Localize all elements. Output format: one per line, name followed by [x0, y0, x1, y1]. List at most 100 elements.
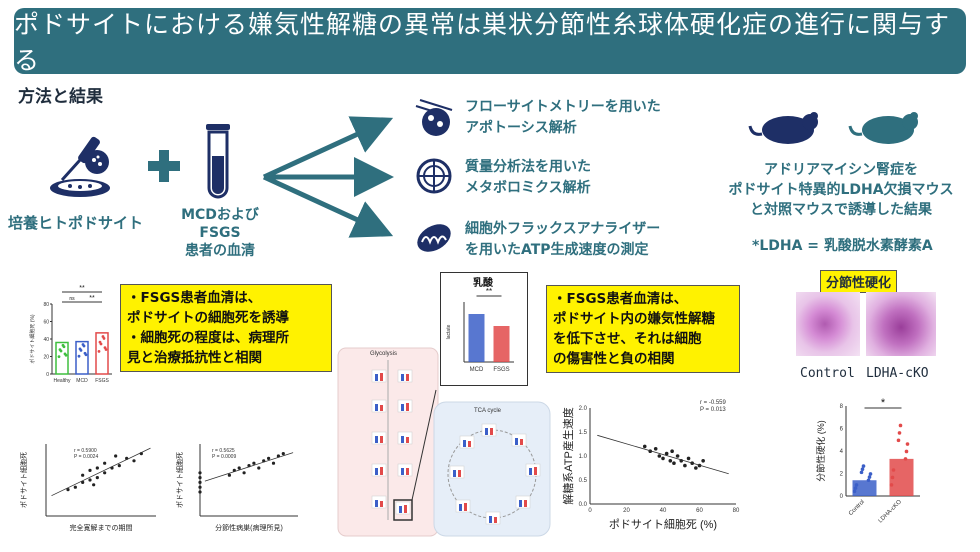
y-axis-label: ポドサイト細胞死 [19, 452, 28, 508]
method-flux-line1: 細胞外フラックスアナライザー [465, 221, 661, 237]
data-point [103, 346, 107, 350]
cells-label: 培養ヒトポドサイト [8, 214, 144, 232]
mouse-line1: アドリアマイシン腎症を [764, 162, 918, 178]
scatter-point [198, 476, 202, 480]
x-tick-label: 0 [588, 508, 592, 514]
data-point [897, 431, 902, 435]
metabolite-bar [459, 504, 462, 511]
branch-arrows [262, 116, 394, 238]
category-label: Control [848, 499, 866, 517]
histology-header: 分節性硬化 [820, 270, 898, 293]
y-tick-label: 2.0 [579, 406, 588, 412]
sig-label: ** [486, 287, 492, 296]
metabolite-box [515, 495, 531, 509]
plus-icon [148, 150, 180, 182]
scatter-point [103, 471, 107, 475]
y-tick-label: 0.0 [579, 502, 588, 508]
metabolite-box [397, 431, 413, 445]
method-flow-line1: フローサイトメトリーを用いた [465, 99, 661, 115]
metabolite-bar [375, 404, 378, 411]
mouse-icon-control [848, 112, 918, 144]
scatter-point [683, 463, 687, 468]
data-point [101, 335, 105, 338]
histology-image-control [796, 292, 860, 356]
scatter-point [103, 461, 107, 465]
metabolite-bar [380, 405, 383, 411]
scatter-point [198, 485, 202, 489]
page-title: ポドサイトにおける嫌気性解糖の異常は巣状分節性糸球体硬化症の進行に関与する [14, 10, 951, 75]
data-point [905, 442, 910, 446]
metabolite-bar [458, 470, 461, 477]
metabolite-bar [464, 503, 467, 511]
metabolite-box [397, 399, 413, 413]
metabolite-bar [515, 438, 518, 445]
finding1-line3: ・細胞死の程度は、病理所 [127, 330, 289, 346]
metabolite-box [485, 511, 501, 525]
data-point [896, 438, 901, 443]
metabolite-bar [406, 468, 409, 475]
metabolite-box [511, 433, 527, 447]
metabolite-bar [519, 500, 522, 507]
method-mass-line1: 質量分析法を用いた [465, 159, 591, 175]
y-tick-label: 0 [840, 494, 844, 500]
stat-label: r = 0.5625 [212, 448, 235, 454]
scatter-point [664, 451, 669, 456]
scatter-point [66, 488, 70, 492]
scatter-point [92, 483, 96, 487]
scatter-point [242, 471, 246, 475]
label-control: Control [800, 366, 855, 381]
y-tick-label: 6 [840, 427, 844, 433]
scatter-point [81, 473, 85, 477]
tca-label: TCA cycle [474, 408, 502, 414]
finding2-line3: を低下させ、それは細胞 [553, 331, 702, 347]
scatter-point [267, 456, 271, 460]
scatter-point [117, 464, 121, 468]
serum-label: MCDおよびFSGS 患者の血清 [170, 206, 270, 260]
data-point [867, 475, 872, 479]
category-label: LDHA-cKO [878, 499, 903, 524]
stat-label: r = 0.5900 [74, 448, 97, 454]
finding2-line2: ポドサイト内の嫌気性解糖 [553, 311, 715, 327]
mouse-description: アドリアマイシン腎症を ポドサイト特異的LDHA欠損マウス と対照マウスで誘導し… [716, 160, 966, 220]
metabolite-box [371, 463, 387, 477]
y-axis-label: 分節性硬化 (%) [815, 420, 826, 482]
metabolite-box [525, 463, 541, 477]
scatter-point [237, 466, 241, 470]
data-point [853, 486, 858, 490]
data-point [890, 475, 895, 480]
scatter-point [271, 461, 276, 465]
scatter-point [670, 449, 674, 453]
scatter-point [694, 466, 698, 470]
x-axis-label: 完全寛解までの期間 [70, 523, 133, 532]
metabolite-box [449, 465, 465, 479]
mitochondria-icon [417, 224, 451, 252]
metabolite-bar [380, 467, 383, 475]
y-axis-label: lactate [446, 324, 452, 339]
x-tick-label: 20 [623, 508, 630, 514]
y-tick-label: 0 [46, 372, 49, 378]
data-point [77, 354, 81, 358]
method-flux-line2: を用いたATP生成速度の測定 [465, 242, 649, 258]
data-point [78, 347, 82, 351]
scatter-point [642, 444, 647, 449]
data-point [852, 489, 857, 494]
y-tick-label: 1.0 [579, 454, 588, 460]
bar-fsgs [95, 332, 109, 375]
scatter-point [252, 461, 256, 465]
data-point [904, 449, 909, 454]
scatter-point [657, 454, 662, 458]
sig-label: * [881, 397, 886, 409]
method-flow-line2: アポトーシス解析 [465, 120, 577, 136]
y-axis-label: 解糖系ATP産生速度 [561, 407, 575, 505]
metabolite-bar [380, 501, 383, 507]
bar-mcd [75, 340, 89, 375]
test-tube-icon [206, 124, 230, 199]
scatter-point [198, 471, 202, 475]
metabolite-bar [401, 404, 404, 411]
scatter-point [227, 473, 231, 477]
metabolite-bar [520, 439, 523, 445]
scatter-point [198, 490, 202, 494]
metabolite-box [371, 495, 387, 509]
